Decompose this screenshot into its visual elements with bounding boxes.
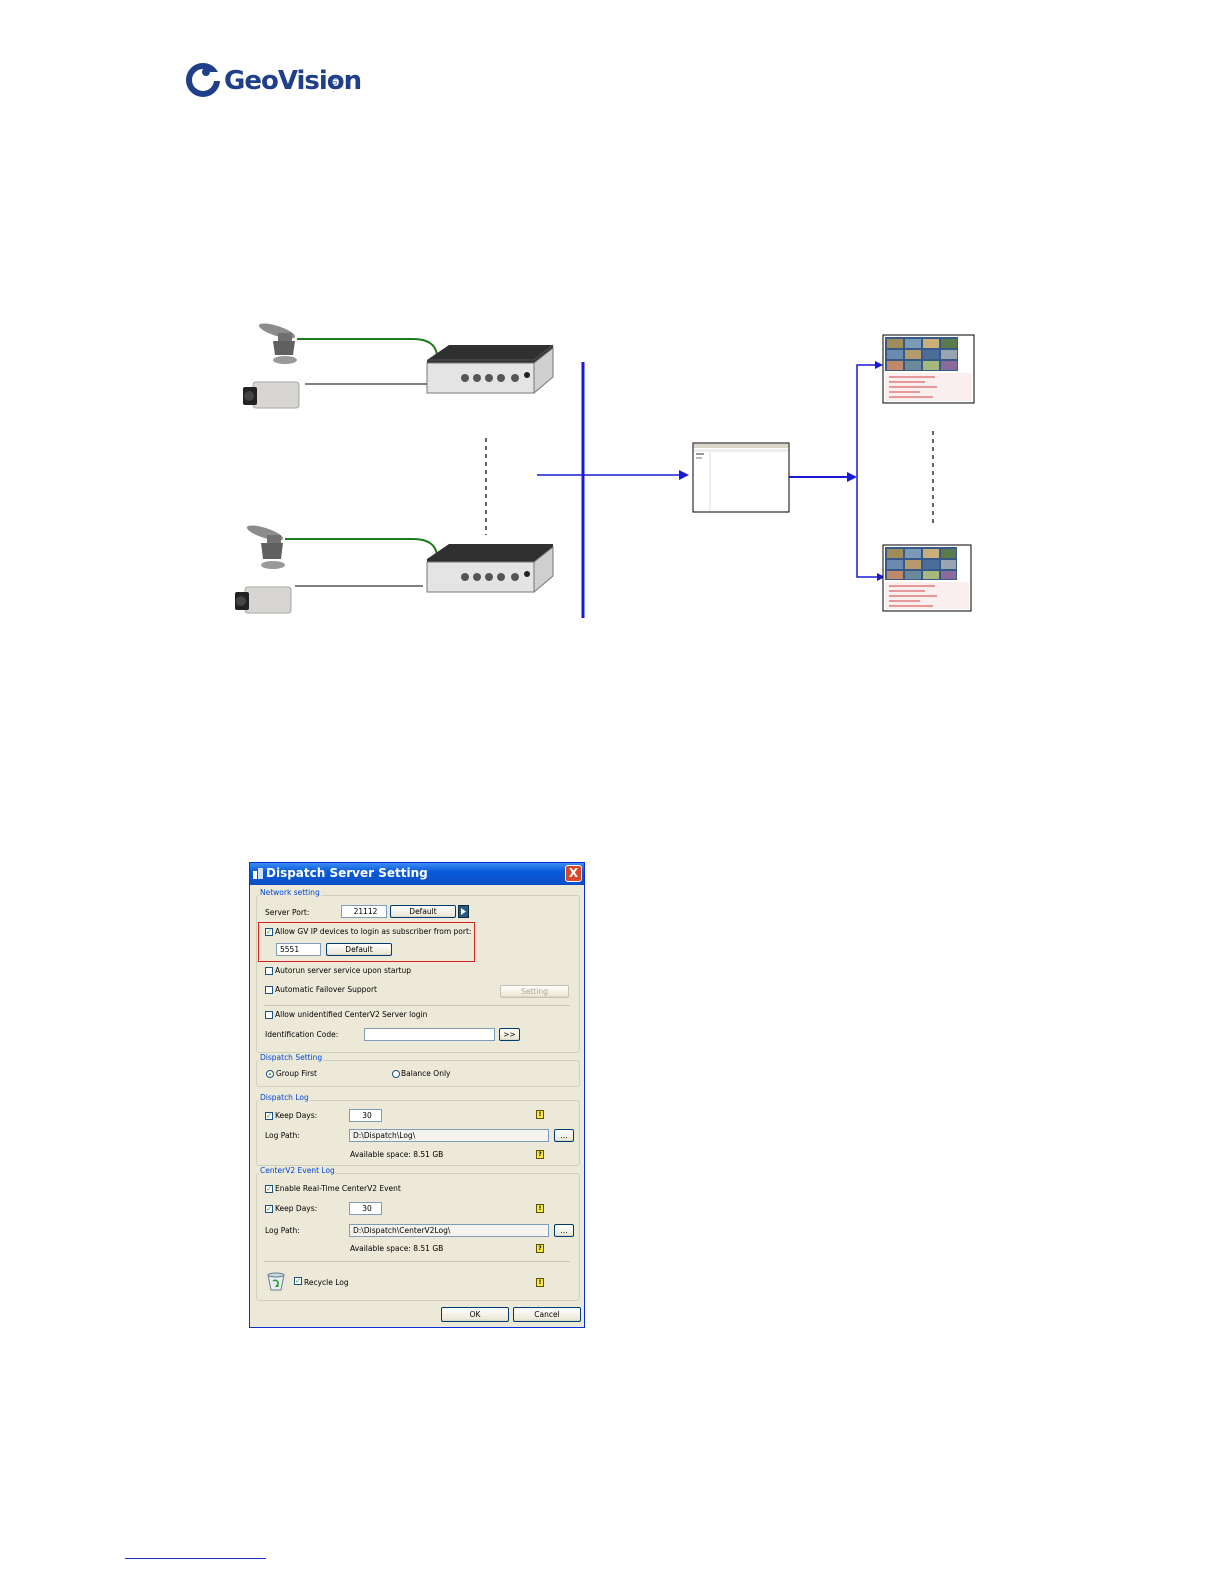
dialog-title: Dispatch Server Setting (266, 866, 428, 880)
arrow-head (679, 470, 689, 480)
help-icon[interactable]: ? (536, 1150, 544, 1159)
server-icon (253, 868, 263, 879)
dispatch-log-path-input[interactable]: D:\Dispatch\Log\ (349, 1129, 549, 1142)
event-available-space: Available space: 8.51 GB (350, 1244, 444, 1253)
enable-realtime-label: Enable Real-Time CenterV2 Event (275, 1184, 401, 1193)
geovision-logo-mark (186, 63, 220, 97)
group-first-radio[interactable] (266, 1070, 274, 1078)
divider (264, 1261, 570, 1262)
center-monitor-thumbnail (882, 334, 975, 404)
dispatch-log-path-label: Log Path: (265, 1131, 300, 1140)
identification-code-more-button[interactable]: >> (499, 1028, 520, 1041)
balance-only-label: Balance Only (401, 1069, 451, 1078)
allow-unidentified-checkbox[interactable] (265, 1011, 273, 1019)
allow-unidentified-label: Allow unidentified CenterV2 Server login (275, 1010, 428, 1019)
info-icon[interactable]: ! (536, 1204, 544, 1213)
allow-gv-ip-label: Allow GV IP devices to login as subscrib… (275, 927, 472, 936)
failover-setting-button[interactable]: Setting (500, 985, 569, 998)
event-log-path-input[interactable]: D:\Dispatch\CenterV2Log\ (349, 1224, 549, 1237)
dialog-titlebar[interactable]: Dispatch Server Setting X (250, 863, 584, 885)
arrow-head (875, 361, 883, 369)
subscriber-port-default-button[interactable]: Default (326, 943, 392, 956)
dispatch-log-group (256, 1100, 580, 1166)
server-port-input[interactable]: 21112 (341, 905, 387, 918)
autorun-checkbox[interactable] (265, 967, 273, 975)
event-keep-days-input[interactable]: 30 (349, 1202, 382, 1215)
divider (264, 1005, 570, 1006)
subscriber-port-highlight (258, 922, 475, 962)
event-log-group (256, 1173, 580, 1301)
dispatch-keep-days-checkbox[interactable]: ✓ (265, 1112, 273, 1120)
dispatch-available-space: Available space: 8.51 GB (350, 1150, 444, 1159)
brand-name: GeoVision (224, 66, 362, 96)
event-log-path-label: Log Path: (265, 1226, 300, 1235)
camera-icon (243, 381, 300, 409)
audio-cable (297, 338, 438, 356)
dispatch-keep-days-label: Keep Days: (275, 1111, 318, 1120)
microphone-icon (258, 323, 297, 364)
footer-link-underline (125, 1558, 266, 1559)
close-button[interactable]: X (565, 865, 582, 882)
dispatch-setting-group (256, 1060, 580, 1087)
info-icon[interactable]: ! (536, 1110, 544, 1119)
close-icon: X (568, 866, 579, 880)
help-icon[interactable]: ? (536, 1244, 544, 1253)
ok-button[interactable]: OK (441, 1307, 509, 1322)
identification-code-label: Identification Code: (265, 1030, 339, 1039)
video-server-icon (426, 544, 554, 594)
dispatch-setting-label: Dispatch Setting (259, 1053, 324, 1062)
dispatch-keep-days-input[interactable]: 30 (349, 1109, 382, 1122)
event-keep-days-checkbox[interactable]: ✓ (265, 1205, 273, 1213)
dispatch-log-label: Dispatch Log (259, 1093, 310, 1102)
identification-code-input[interactable] (364, 1028, 495, 1041)
allow-gv-ip-checkbox[interactable]: ✓ (265, 928, 273, 936)
event-log-label: CenterV2 Event Log (259, 1166, 336, 1175)
camera-icon (235, 586, 292, 614)
dispatch-log-browse-button[interactable]: ... (554, 1129, 574, 1142)
failover-label: Automatic Failover Support (275, 985, 377, 994)
event-keep-days-label: Keep Days: (275, 1204, 318, 1213)
enable-realtime-checkbox[interactable]: ✓ (265, 1185, 273, 1193)
microphone-icon (246, 525, 285, 569)
brand-suffix: Inc. (331, 78, 338, 94)
server-port-default-button[interactable]: Default (390, 905, 456, 918)
network-diagram (235, 323, 975, 618)
dispatch-server-setting-dialog: Dispatch Server Setting X Network settin… (249, 862, 585, 1328)
recycle-log-label: Recycle Log (304, 1278, 349, 1287)
geovision-logo: GeoVision Inc. (186, 60, 362, 102)
dispatch-server-thumbnail (692, 442, 790, 513)
audio-cable (285, 538, 438, 556)
group-first-label: Group First (276, 1069, 318, 1078)
balance-only-radio[interactable] (392, 1070, 400, 1078)
center-branch (856, 364, 879, 578)
play-arrow-icon[interactable] (458, 905, 469, 918)
event-log-browse-button[interactable]: ... (554, 1224, 574, 1237)
network-setting-label: Network setting (259, 888, 321, 897)
subscriber-port-input[interactable]: 5551 (276, 943, 321, 956)
autorun-label: Autorun server service upon startup (275, 966, 411, 975)
failover-checkbox[interactable] (265, 986, 273, 994)
network-setting-group (256, 895, 580, 1053)
cancel-button[interactable]: Cancel (513, 1307, 581, 1322)
recycle-log-checkbox[interactable]: ✓ (294, 1277, 302, 1285)
info-icon[interactable]: ! (536, 1278, 544, 1287)
arrow-head (877, 573, 885, 581)
video-server-icon (426, 344, 554, 395)
center-monitor-thumbnail (882, 544, 972, 612)
recycle-icon (267, 1272, 285, 1291)
server-port-label: Server Port: (265, 908, 310, 917)
arrow-head (847, 472, 857, 482)
